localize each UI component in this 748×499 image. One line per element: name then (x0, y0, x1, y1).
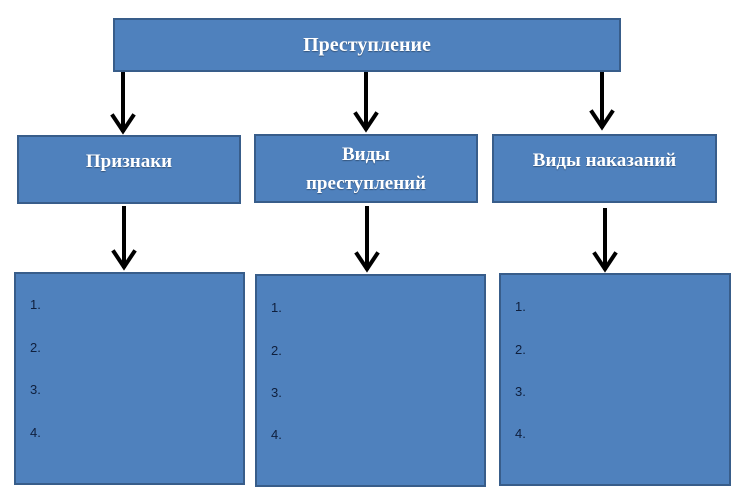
list-item: 1. (30, 297, 41, 312)
arrow-root-to-signs (110, 70, 136, 135)
list-item: 2. (515, 342, 526, 357)
node-signs-title: Признаки (85, 151, 173, 172)
root-node-crime: Преступление (113, 18, 621, 72)
list-item: 2. (271, 343, 282, 358)
node-crime-types-title-line1: Виды (341, 143, 391, 165)
list-item: 3. (515, 384, 526, 399)
arrow-root-to-punishment-types (589, 67, 615, 131)
list-crime-types: 1. 2. 3. 4. (255, 274, 486, 487)
node-punishment-types: Виды наказаний (492, 134, 717, 203)
list-item: 3. (271, 385, 282, 400)
list-item: 3. (30, 382, 41, 397)
node-signs: Признаки (17, 135, 241, 204)
list-item: 2. (30, 340, 41, 355)
node-crime-types: Виды преступлений (254, 134, 478, 203)
node-crime-types-title: Виды преступлений (306, 140, 426, 198)
node-crime-types-title-line2: преступлений (305, 172, 427, 194)
list-signs: 1. 2. 3. 4. (14, 272, 245, 485)
list-item: 1. (271, 300, 282, 315)
root-node-title: Преступление (303, 34, 431, 56)
list-item: 4. (271, 427, 282, 442)
list-item: 4. (515, 426, 526, 441)
arrow-crime-types-to-list (354, 206, 380, 273)
node-punishment-types-title: Виды наказаний (532, 150, 677, 171)
arrow-root-to-crime-types (353, 70, 379, 133)
list-item: 1. (515, 299, 526, 314)
list-item: 4. (30, 425, 41, 440)
arrow-signs-to-list (111, 206, 137, 271)
arrow-punishment-types-to-list (592, 208, 618, 273)
list-punishment-types: 1. 2. 3. 4. (499, 273, 731, 486)
